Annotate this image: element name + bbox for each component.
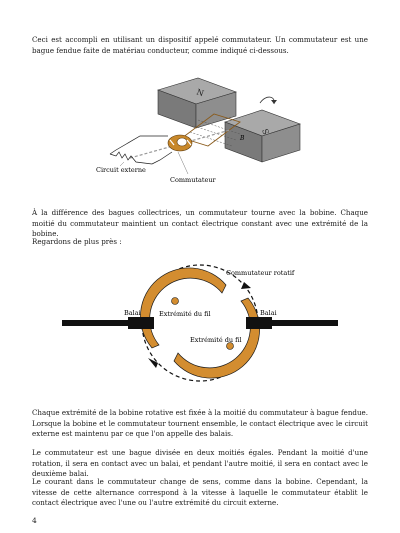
south-magnet: S (224, 109, 301, 163)
paragraph-intro: Ceci est accompli en utilisant un dispos… (32, 35, 368, 55)
magnet-south-label: S (260, 128, 270, 136)
magnet-north-label: N (195, 87, 205, 98)
paragraph-slip-rings: À la différence des bagues collectrices,… (32, 208, 368, 239)
wire-end-bottom-label: Extrémité du fil (190, 336, 242, 344)
wire-end-top-label: Extrémité du fil (159, 310, 211, 318)
brush-right-label: Balai (260, 309, 277, 317)
external-circuit-label: Circuit externe (96, 166, 146, 174)
brush-left (128, 317, 154, 329)
paragraph-current: Le courant dans le commutateur change de… (32, 477, 368, 508)
split-ring-figure: Commutateur rotatif Balai Balai Extrémit… (62, 264, 338, 382)
arrow-bottom-icon (148, 358, 158, 368)
magnetic-field-lines (189, 119, 241, 147)
wire-end-bottom (226, 342, 234, 350)
rod-left (62, 320, 128, 326)
brush-left-label: Balai (124, 309, 141, 317)
brush-right (246, 317, 272, 329)
commutator-ring (167, 134, 193, 152)
commutator-label: Commutateur (170, 176, 217, 184)
rod-right (272, 320, 338, 326)
field-label: B (239, 135, 245, 142)
paragraph-brushes: Chaque extrémité de la bobine rotative e… (32, 408, 368, 439)
rotating-commutator-label: Commutateur rotatif (226, 269, 295, 277)
paragraph-halves: Le commutateur est une bague divisée en … (32, 448, 368, 479)
north-magnet: N (157, 77, 237, 129)
page-number: 4 (32, 516, 37, 525)
split-ring (140, 267, 260, 379)
paragraph-closer-look: Regardons de plus près : (32, 237, 122, 246)
arrow-top-icon (241, 282, 251, 289)
commutator-figure: N S B Circuit externe Commutateur (96, 77, 301, 184)
external-circuit (109, 135, 173, 165)
wire-end-top (171, 297, 179, 305)
